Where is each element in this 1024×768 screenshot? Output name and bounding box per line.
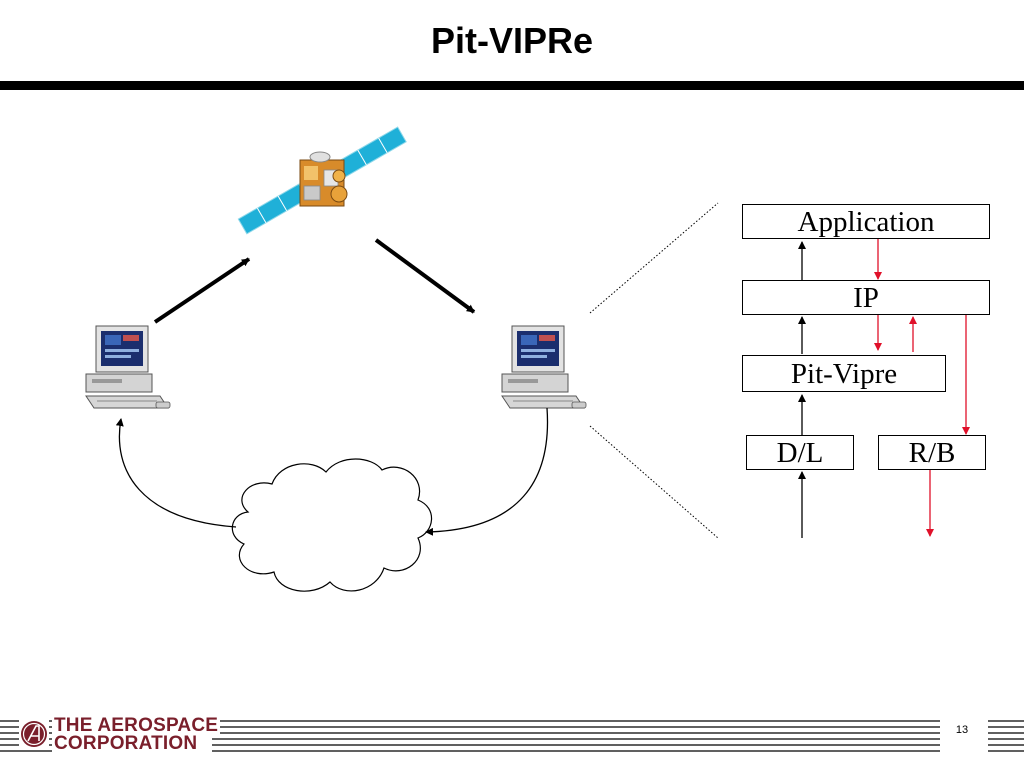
footer-rules	[0, 719, 1024, 752]
stack-box-pitvipre: Pit-Vipre	[742, 355, 946, 392]
stack-label-ip: IP	[853, 282, 879, 314]
page-number: 13	[948, 724, 976, 736]
logo-text-line2: CORPORATION	[54, 733, 200, 754]
zoom-line-top	[589, 202, 719, 314]
slide-title: Pit-VIPRe	[430, 20, 594, 61]
stack-box-application: Application	[742, 204, 990, 239]
receiver-computer-icon	[501, 325, 587, 409]
stack-label-application: Application	[797, 206, 935, 238]
stack-box-rb: R/B	[878, 435, 986, 470]
uplink-arrow	[153, 257, 251, 324]
stack-box-dl: D/L	[746, 435, 854, 470]
network-cloud-icon	[231, 458, 433, 592]
logo-text-line1: THE AEROSPACE	[54, 715, 221, 736]
downlink-arrow	[374, 238, 476, 314]
stack-label-pitvipre: Pit-Vipre	[790, 358, 898, 390]
ground-path-arrow	[115, 418, 237, 528]
return-path-arrow	[425, 407, 549, 536]
stack-label-dl: D/L	[776, 437, 824, 469]
stack-box-ip: IP	[742, 280, 990, 315]
stack-label-rb: R/B	[908, 437, 956, 469]
title-rule	[0, 81, 1024, 90]
sender-computer-icon	[85, 325, 171, 409]
aerospace-logo-icon	[19, 719, 49, 749]
zoom-line-bottom	[589, 425, 719, 539]
satellite-icon	[237, 126, 407, 235]
